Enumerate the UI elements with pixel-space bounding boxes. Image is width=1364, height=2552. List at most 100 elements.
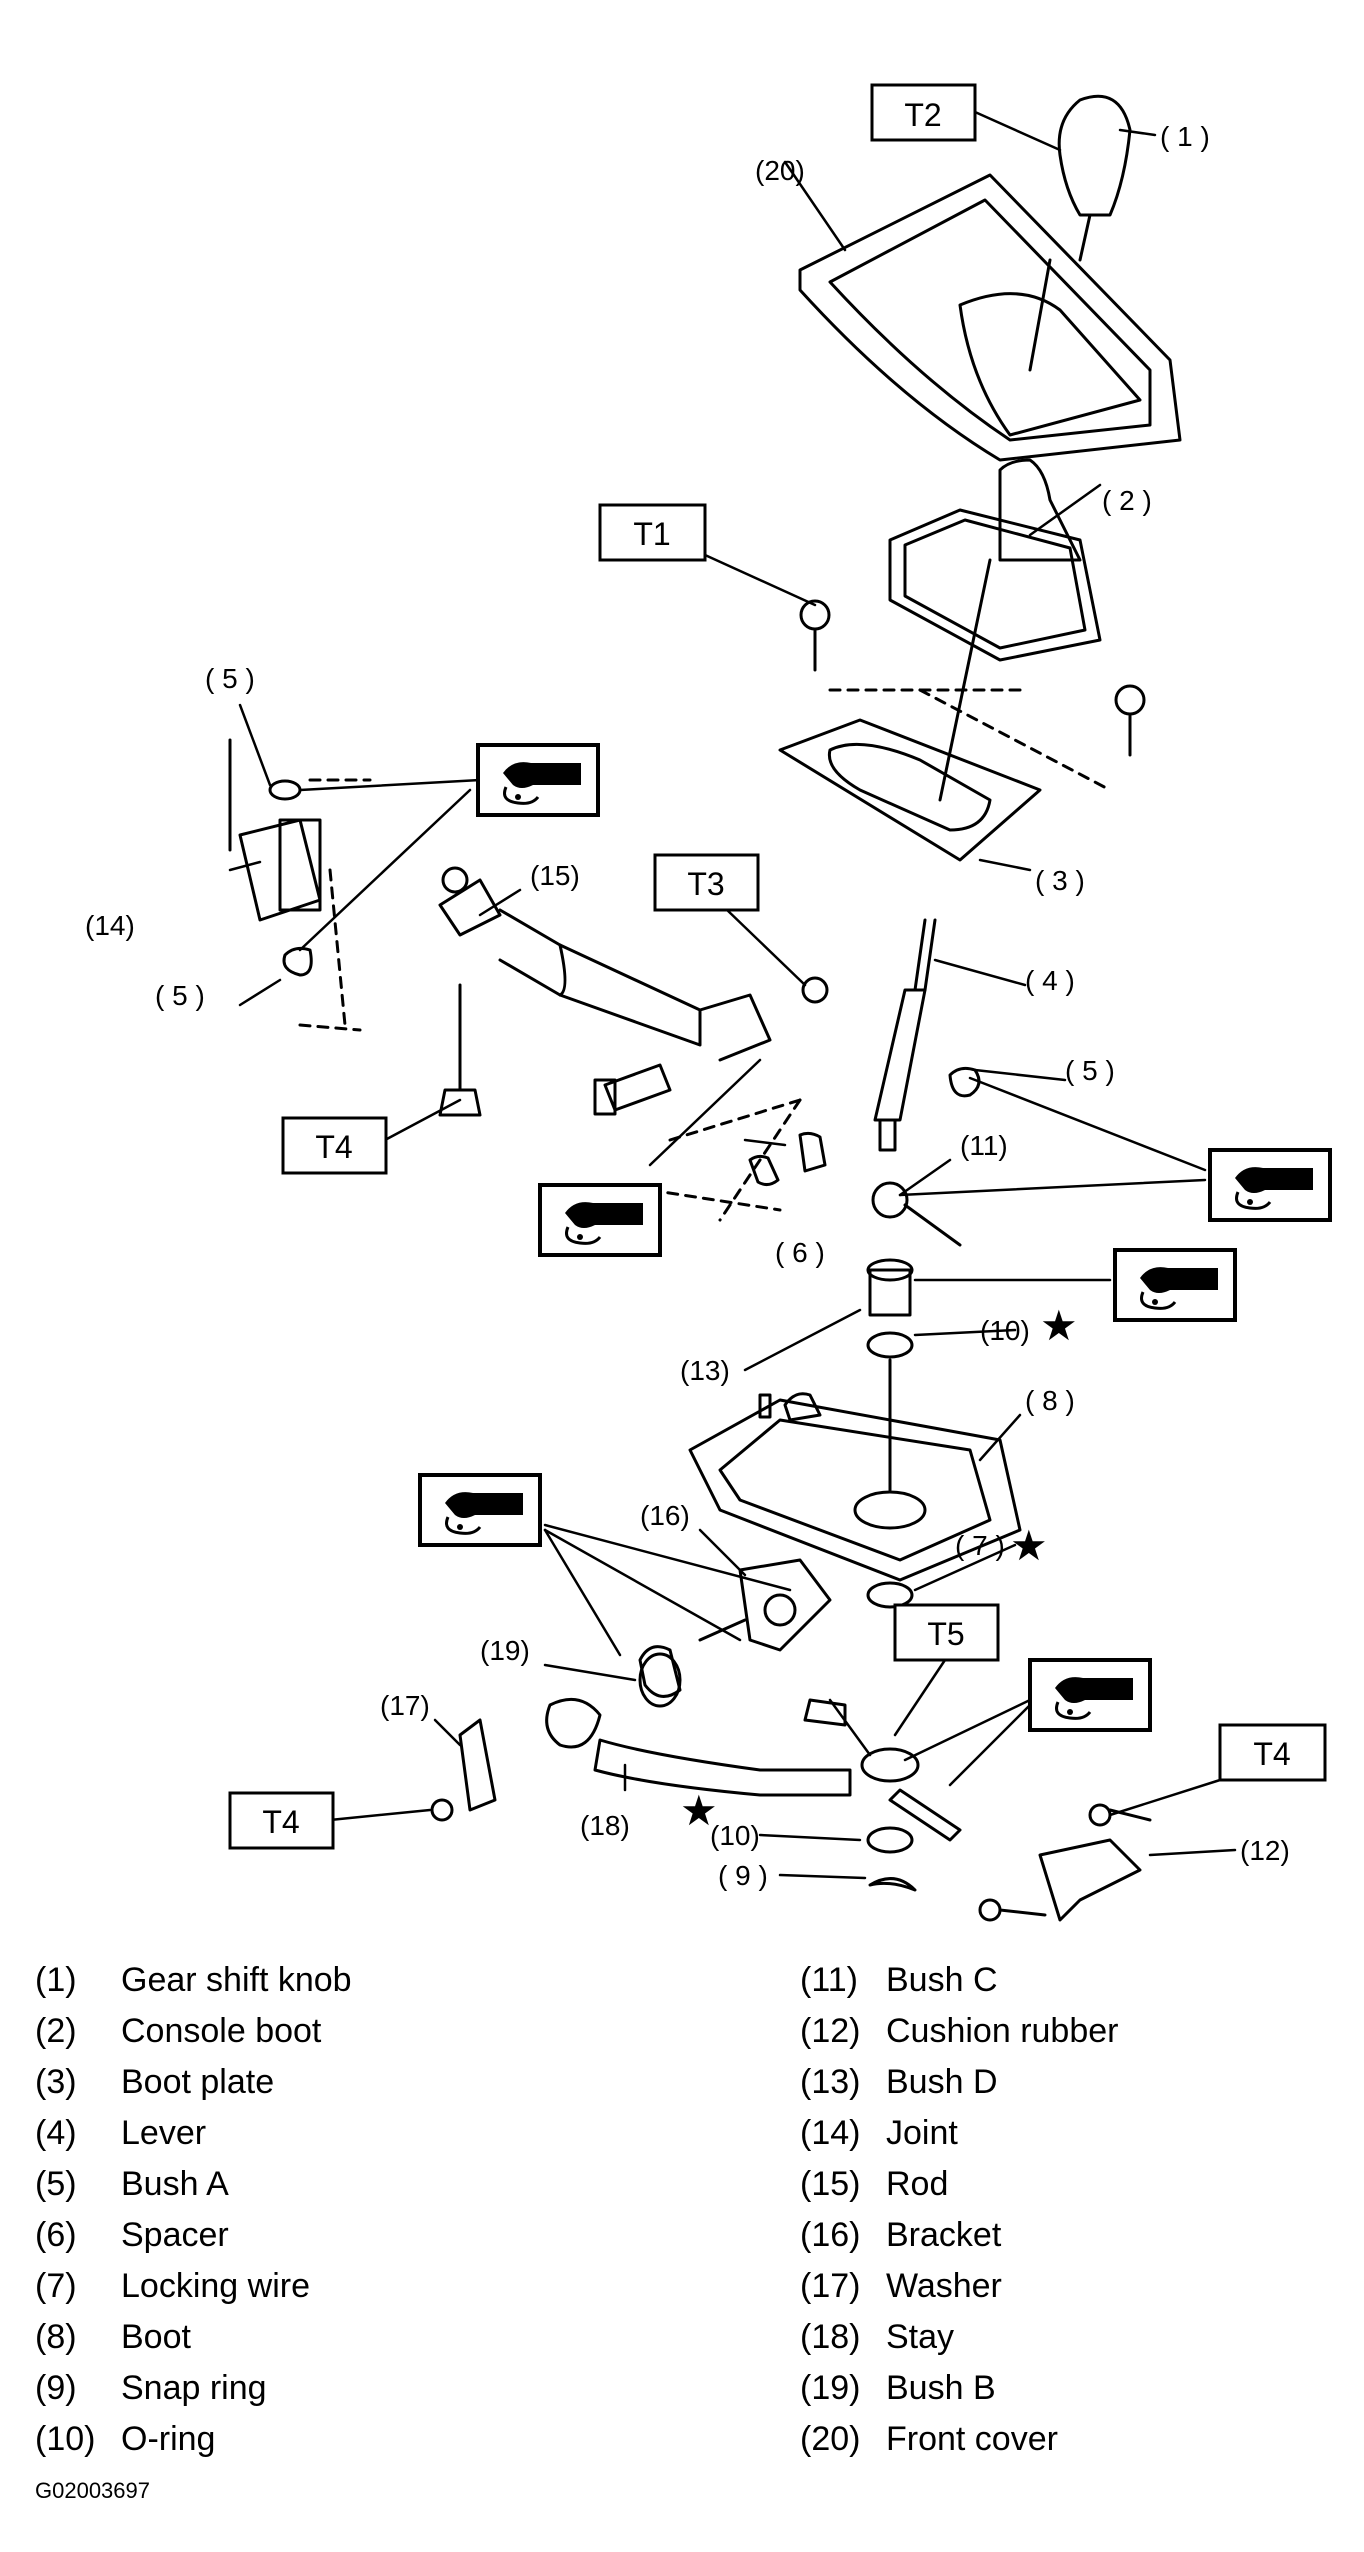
legend-item: (5)Bush A <box>35 2159 635 2210</box>
torque-tag-t4-bottom: T4 <box>228 1791 335 1850</box>
legend-item-name: Joint <box>886 2114 958 2152</box>
legend-item-number: (9) <box>35 2369 77 2407</box>
legend-item: (18) Stay <box>800 2312 1364 2363</box>
bush-parts <box>866 1066 981 1492</box>
svg-text:T4: T4 <box>262 1804 299 1840</box>
legend-item: (3) Boot plate <box>35 2057 635 2108</box>
legend-item: (7)Locking wire <box>35 2261 635 2312</box>
legend-item-number: (6) <box>35 2216 77 2254</box>
callout-5-left: ( 5 ) <box>155 980 205 1011</box>
legend-item-name: Bush B <box>886 2369 996 2407</box>
legend-item-number: (11) <box>800 1961 858 1999</box>
legend-item-number: (3) <box>35 2063 77 2101</box>
callout-16: (16) <box>640 1500 690 1531</box>
torque-tag-t5: T5 <box>893 1603 1000 1662</box>
legend-item: (4) Lever <box>35 2108 635 2159</box>
legend-item-name: Stay <box>886 2318 955 2356</box>
callout-15: (15) <box>530 860 580 891</box>
legend-item: (13) Bush D <box>800 2057 1364 2108</box>
legend-item-name: Console boot <box>121 2012 322 2050</box>
legend-item-number: (4) <box>35 2114 77 2152</box>
rod-and-joint-parts <box>228 738 829 1222</box>
stay-part <box>593 1738 962 1892</box>
legend-item: (20) Front cover <box>800 2414 1364 2465</box>
callout-11: (11) <box>960 1130 1008 1161</box>
svg-text:T2: T2 <box>904 97 941 133</box>
legend-item-number: (20) <box>800 2420 861 2458</box>
grease-icon <box>1208 1148 1332 1222</box>
legend-item-name: Washer <box>886 2267 1002 2305</box>
callout-13: (13) <box>680 1355 730 1386</box>
figure-id: G02003697 <box>35 2478 150 2503</box>
callout-20: (20) <box>755 155 805 186</box>
legend-item-number: (13) <box>800 2063 861 2101</box>
legend-item-name: Gear shift knob <box>121 1961 352 1999</box>
star-icon: ★ <box>1040 1302 1078 1349</box>
callout-6: ( 6 ) <box>775 1237 825 1268</box>
legend-item-number: (12) <box>800 2012 861 2050</box>
grease-leaders <box>298 778 1207 1787</box>
torque-leaders <box>328 110 1222 1822</box>
lever-part <box>873 918 937 1152</box>
legend-item-number: (10) <box>35 2420 96 2458</box>
callout-3: ( 3 ) <box>1035 865 1085 896</box>
callout-10-lower: (10) <box>710 1820 760 1851</box>
legend-item: (15)Rod <box>800 2159 1364 2210</box>
legend-item-name: Front cover <box>886 2420 1058 2458</box>
front-cover-part <box>798 173 1182 462</box>
legend-item: (9) Snap ring <box>35 2363 635 2414</box>
legend-item-name: Lever <box>121 2114 207 2152</box>
legend-item: (11)Bush C <box>800 1955 1364 2006</box>
parts-legend-left: (1) Gear shift knob (2) Console boot (3) Boot… <box>35 1955 635 2465</box>
leader-lines <box>228 128 1237 1880</box>
torque-tag-t4-left: T4 <box>281 1116 388 1175</box>
legend-item-name: Cushion rubber <box>886 2012 1119 2050</box>
grease-icon <box>538 1183 662 1257</box>
legend-item-number: (14) <box>800 2114 861 2152</box>
legend-item: (8) Boot <box>35 2312 635 2363</box>
console-boot-part <box>888 458 1102 662</box>
legend-item: (1) Gear shift knob <box>35 1955 635 2006</box>
legend-item-number: (2) <box>35 2012 77 2050</box>
callout-7: ( 7 ) <box>955 1530 1005 1561</box>
legend-item-name: Bush A <box>121 2165 229 2203</box>
callout-8: ( 8 ) <box>1025 1385 1075 1416</box>
legend-item-name: Boot <box>121 2318 191 2356</box>
torque-tag-t4-right: T4 <box>1218 1723 1327 1782</box>
grease-icon <box>1113 1248 1237 1322</box>
legend-item-name: Bracket <box>886 2216 1002 2254</box>
legend-item: (19) Bush B <box>800 2363 1364 2414</box>
screw-part <box>799 599 1146 757</box>
torque-tag-t3: T3 <box>653 853 760 912</box>
legend-item: (6)Spacer <box>35 2210 635 2261</box>
legend-item: (10)O-ring <box>35 2414 635 2465</box>
legend-item-number: (8) <box>35 2318 77 2356</box>
legend-item-number: (19) <box>800 2369 861 2407</box>
callout-2: ( 2 ) <box>1102 485 1152 516</box>
svg-text:T4: T4 <box>1253 1736 1290 1772</box>
gear-shift-knob-part <box>1028 94 1132 372</box>
callout-19: (19) <box>480 1635 530 1666</box>
svg-text:T4: T4 <box>315 1129 352 1165</box>
callout-10-upper: (10) <box>980 1315 1030 1346</box>
callout-17: (17) <box>380 1690 430 1721</box>
parts-legend-right: (11)Bush C(12)Cushion rubber(13)Bush D(1… <box>800 1955 1364 2465</box>
legend-item-number: (7) <box>35 2267 77 2305</box>
callout-9: ( 9 ) <box>718 1860 768 1891</box>
legend-item-number: (16) <box>800 2216 861 2254</box>
callout-14: (14) <box>85 910 135 941</box>
exploded-view-diagram: T2 T1 T3 T4 T5 T4 T4 ★ ★ ★ ( 1 ) ( 2 ) (… <box>85 83 1332 1922</box>
legend-item-number: (18) <box>800 2318 861 2356</box>
callout-5-right: ( 5 ) <box>1065 1055 1115 1086</box>
grease-icon <box>1028 1658 1152 1732</box>
legend-item-name: Snap ring <box>121 2369 267 2407</box>
legend-item-name: Boot plate <box>121 2063 275 2101</box>
svg-text:T1: T1 <box>633 516 670 552</box>
legend-item-number: (1) <box>35 1961 77 1999</box>
callout-labels: ( 1 ) ( 2 ) ( 3 ) ( 4 ) ( 5 ) ( 5 ) ( 5 … <box>85 121 1290 1891</box>
legend-item-name: Bush D <box>886 2063 998 2101</box>
callout-5-top: ( 5 ) <box>205 663 255 694</box>
legend-item: (16) Bracket <box>800 2210 1364 2261</box>
svg-text:T3: T3 <box>687 866 724 902</box>
boot-part <box>688 1392 1022 1609</box>
